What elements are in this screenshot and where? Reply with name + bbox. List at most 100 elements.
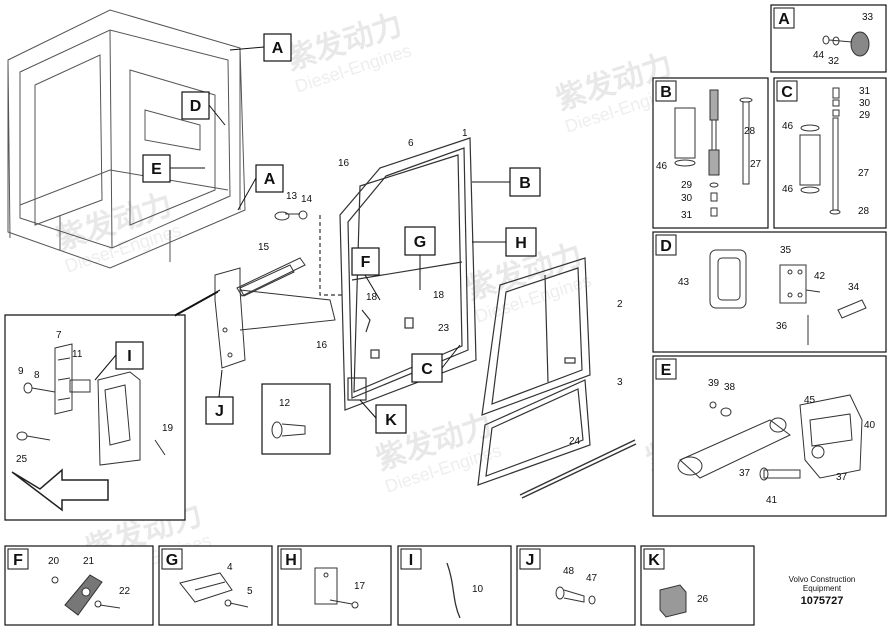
callout-10: 10 [472, 584, 484, 595]
callout-20: 20 [48, 556, 60, 567]
callout-40: 40 [864, 420, 876, 431]
callout-46: 46 [656, 161, 668, 172]
lower-glass-panel [477, 379, 591, 486]
callout-4: 4 [227, 562, 233, 573]
door-frame [319, 137, 477, 411]
callout-11: 11 [72, 349, 83, 360]
callout-28: 28 [858, 206, 870, 217]
callout-18: 18 [433, 290, 445, 301]
callout-44: 44 [813, 50, 825, 61]
detail-panel-e [652, 355, 887, 517]
panel-header-b: B [660, 84, 672, 101]
panel-header-e: E [661, 362, 672, 379]
panel-header-k: K [648, 552, 660, 569]
panel-c-parts [799, 87, 841, 215]
window-glass [481, 257, 591, 416]
callout-7: 7 [56, 330, 62, 341]
callout-21: 21 [83, 556, 95, 567]
callout-39: 39 [708, 378, 720, 389]
bolt-detail-box [261, 383, 331, 455]
callout-13: 13 [286, 191, 298, 202]
callout-33: 33 [862, 12, 874, 23]
panel-e-callouts: 39 38 45 40 37 37 41 [708, 378, 876, 506]
callout-47: 47 [586, 573, 598, 584]
callout-2: 2 [617, 299, 623, 310]
callout-17: 17 [354, 581, 366, 592]
panel-header-d: D [660, 238, 672, 255]
callout-5: 5 [247, 586, 253, 597]
panel-a-parts [822, 31, 870, 57]
cab-illustration [7, 9, 246, 269]
callout-31: 31 [681, 210, 693, 221]
callout-46: 46 [782, 184, 794, 195]
panel-header-labels: A B C D E F G H I J K [13, 11, 793, 569]
callout-29: 29 [859, 110, 871, 121]
callout-12: 12 [279, 398, 291, 409]
label-a-top: A [272, 40, 284, 57]
callout-35: 35 [780, 245, 792, 256]
panel-b-callouts: 46 28 27 29 30 31 [656, 126, 762, 221]
callout-41: 41 [766, 495, 778, 506]
callout-27: 27 [750, 159, 762, 170]
direction-arrow [11, 468, 109, 512]
panel-header-i: I [409, 552, 413, 569]
panel-b-parts [674, 89, 753, 217]
drawing-number: 1075727 [801, 595, 844, 607]
callout-22: 22 [119, 586, 131, 597]
detail-panel-d [652, 231, 887, 353]
callout-46: 46 [782, 121, 794, 132]
panel-i-parts [446, 562, 461, 619]
letter-leaders [94, 46, 510, 419]
panel-header-j: J [526, 552, 535, 569]
panel-c-callouts: 31 30 29 46 27 46 28 [782, 86, 871, 217]
callout-43: 43 [678, 277, 690, 288]
callout-37: 37 [836, 472, 848, 483]
callout-45: 45 [804, 395, 816, 406]
callout-15: 15 [258, 242, 270, 253]
letter-labels: A D E A B G H F I C J K [127, 40, 531, 429]
label-f: F [361, 254, 371, 271]
callout-23: 23 [438, 323, 450, 334]
detail-panel-c [773, 77, 887, 229]
panel-header-a: A [778, 11, 790, 28]
panel-headers [7, 7, 798, 570]
callout-14: 14 [301, 194, 313, 205]
panel-j-parts [555, 586, 596, 605]
callout-25: 25 [16, 454, 28, 465]
footer-block: Volvo Construction Equipment 1075727 [789, 575, 856, 607]
callout-34: 34 [848, 282, 860, 293]
callout-30: 30 [859, 98, 871, 109]
callout-28: 28 [744, 126, 756, 137]
panel-header-h: H [285, 552, 297, 569]
seal-strip [519, 439, 637, 499]
latch-detail-frame [4, 289, 221, 521]
label-a-mid: A [264, 171, 276, 188]
hinge-bracket [214, 210, 336, 369]
panel-header-f: F [13, 552, 23, 569]
label-d: D [190, 98, 202, 115]
panel-d-callouts: 35 43 42 34 36 [678, 245, 860, 332]
callout-16: 16 [316, 340, 328, 351]
panel-h-parts [314, 567, 359, 609]
callout-3: 3 [617, 377, 623, 388]
footer-line2: Equipment [803, 584, 842, 593]
bolt-illustration [271, 421, 306, 439]
panel-e-parts [677, 394, 863, 481]
callout-18: 18 [366, 292, 378, 303]
callout-26: 26 [697, 594, 709, 605]
callout-48: 48 [563, 566, 575, 577]
latch-detail-leader [174, 291, 219, 317]
label-c: C [421, 361, 433, 378]
panel-k-parts [659, 584, 687, 618]
label-g: G [414, 234, 426, 251]
callout-32: 32 [828, 56, 840, 67]
latch-illustration [16, 343, 166, 466]
callout-16: 16 [338, 158, 350, 169]
label-h: H [515, 235, 527, 252]
callout-30: 30 [681, 193, 693, 204]
panel-f-parts [51, 574, 121, 616]
panel-g-parts [179, 572, 249, 608]
label-i: I [127, 348, 131, 365]
callout-27: 27 [858, 168, 870, 179]
